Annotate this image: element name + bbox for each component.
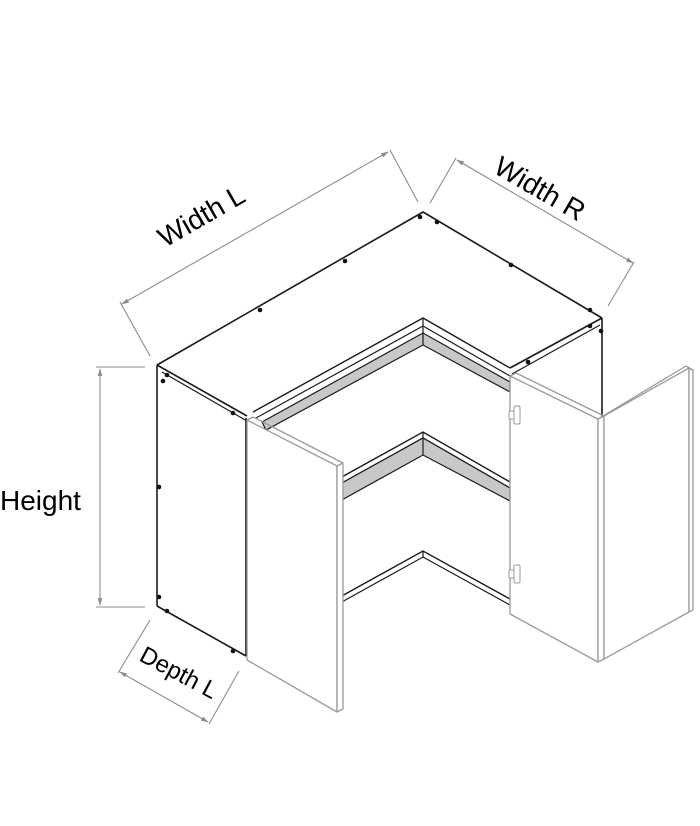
height-label: Height xyxy=(0,485,81,516)
right-door xyxy=(508,372,605,663)
dimension-lines xyxy=(96,149,635,725)
top-back-edge xyxy=(156,211,603,366)
width-l-dim-line xyxy=(121,151,389,305)
hinge-upper xyxy=(508,405,521,425)
width-l-ext-right xyxy=(389,149,419,203)
left-door xyxy=(246,416,344,713)
depth-l-label: Depth L xyxy=(135,641,222,704)
width-l-ext-left xyxy=(119,301,151,357)
width-r-ext-left xyxy=(429,157,457,204)
shelves xyxy=(261,318,511,606)
top-front-right-edge xyxy=(509,317,603,369)
cam-fittings xyxy=(156,214,604,654)
depth-l-dim-line xyxy=(119,671,209,723)
top-front-left-edge xyxy=(156,364,248,417)
depth-l-ext-left xyxy=(117,619,151,674)
width-r-dim-line xyxy=(456,159,634,264)
width-r-ext-right xyxy=(607,261,635,307)
right-end-panel xyxy=(597,365,694,660)
depth-l-ext-right xyxy=(208,670,240,725)
shelf-middle-shade xyxy=(339,437,511,503)
width-r-label: Width R xyxy=(489,150,591,227)
left-side-bottom-edge xyxy=(156,605,247,657)
hinge-lower xyxy=(508,564,521,584)
shelf-top-shade xyxy=(261,332,511,431)
width-l-label: Width L xyxy=(153,179,251,253)
